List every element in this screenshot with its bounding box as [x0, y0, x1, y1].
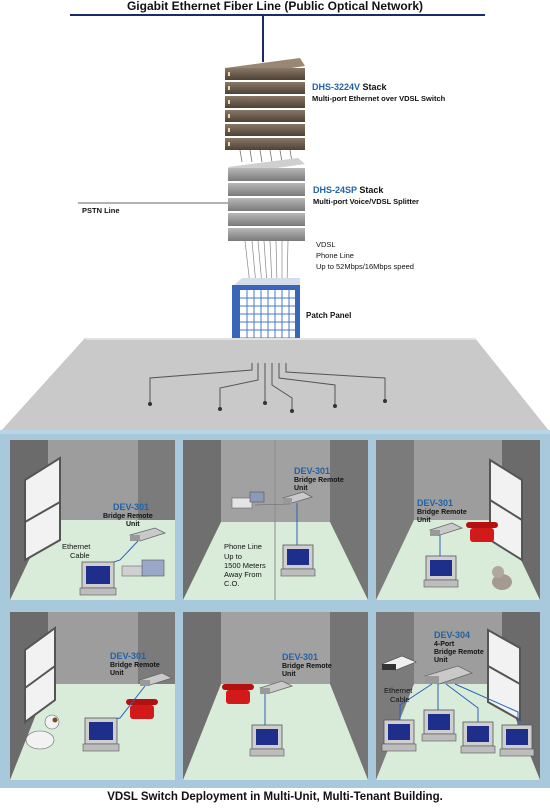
- room-2-devices: [231, 491, 316, 577]
- switch-unit: [225, 138, 305, 150]
- diagram-title: Gigabit Ethernet Fiber Line (Public Opti…: [126, 0, 424, 13]
- room1-desc1: Bridge Remote: [103, 513, 153, 520]
- computer: [499, 724, 535, 757]
- splitter-desc: Multi-port Voice/VDSL Splitter: [313, 197, 419, 206]
- splitter-unit: [228, 183, 305, 196]
- room6-desc1: 4-Port: [434, 641, 455, 648]
- splitter-wires: [244, 240, 289, 286]
- computer: [460, 721, 496, 754]
- switch-unit: [225, 58, 305, 80]
- room-1-devices: [79, 527, 167, 596]
- room3-model: DEV-301: [417, 498, 454, 508]
- room-3-devices: [423, 522, 512, 590]
- splitter-unit: [228, 213, 305, 226]
- vdsl-line1: VDSL: [316, 240, 336, 249]
- room-4: [10, 612, 175, 780]
- cat: [492, 566, 512, 590]
- switch-unit: [225, 110, 305, 122]
- room6-cable2: Cable: [390, 695, 410, 704]
- red-phone: [466, 522, 498, 542]
- computer: [249, 724, 285, 757]
- computer: [280, 544, 316, 577]
- computer: [423, 555, 459, 588]
- room3-desc1: Bridge Remote: [417, 509, 467, 516]
- room4-desc2: Unit: [110, 670, 124, 677]
- room2-phone3: 1500 Meters: [224, 561, 266, 570]
- computer: [421, 709, 457, 742]
- room6-desc3: Unit: [434, 657, 448, 664]
- room2-desc2: Unit: [294, 485, 308, 492]
- switch-suffix: Stack: [360, 82, 387, 92]
- room6-model: DEV-304: [434, 630, 471, 640]
- room-3: [376, 440, 540, 600]
- room4-desc1: Bridge Remote: [110, 662, 160, 669]
- computer: [82, 717, 120, 752]
- room1-cable2: Cable: [70, 551, 90, 560]
- switch-unit: [225, 82, 305, 94]
- vdsl-line3: Up to 52Mbps/16Mbps speed: [316, 262, 414, 271]
- splitter-suffix: Stack: [356, 185, 384, 195]
- room5-desc2: Unit: [282, 671, 296, 678]
- switch-unit: [225, 96, 305, 108]
- room6-cable1: Ethernet: [384, 686, 413, 695]
- phone: [121, 559, 165, 577]
- fax: [381, 655, 417, 671]
- patch-panel-label: Patch Panel: [306, 311, 352, 320]
- room3-desc2: Unit: [417, 517, 431, 524]
- computer: [79, 561, 117, 596]
- room1-desc2: Unit: [126, 521, 140, 528]
- room5-desc1: Bridge Remote: [282, 663, 332, 670]
- switch-desc: Multi-port Ethernet over VDSL Switch: [312, 94, 446, 103]
- roof-wiring: [149, 363, 386, 410]
- splitter-unit: [228, 198, 305, 211]
- room2-model: DEV-301: [294, 466, 331, 476]
- splitter-unit: [228, 168, 305, 181]
- dog: [25, 714, 60, 750]
- room-4-devices: [25, 672, 174, 752]
- room1-cable1: Ethernet: [62, 542, 91, 551]
- pstn-label: PSTN Line: [82, 206, 120, 215]
- splitter-unit: [228, 228, 305, 241]
- switch-unit: [225, 124, 305, 136]
- computer: [381, 719, 417, 752]
- room1-model: DEV-301: [113, 502, 150, 512]
- splitter-label: DHS-24SP Stack: [313, 185, 383, 195]
- switch-model: DHS-3224V: [312, 82, 361, 92]
- phone: [231, 491, 265, 509]
- splitter-stack: [228, 158, 305, 241]
- switch-stack: [225, 58, 305, 150]
- room4-model: DEV-301: [110, 651, 147, 661]
- switch-label: DHS-3224V Stack: [312, 82, 387, 92]
- diagram-caption: VDSL Switch Deployment in Multi-Unit, Mu…: [107, 791, 443, 803]
- room-2: [183, 440, 368, 600]
- room2-desc1: Bridge Remote: [294, 477, 344, 484]
- room-6-devices: [381, 655, 535, 757]
- splitter-model: DHS-24SP: [313, 185, 357, 195]
- vdsl-line2: Phone Line: [316, 251, 354, 260]
- room6-desc2: Bridge Remote: [434, 649, 484, 656]
- room2-phone4: Away From: [224, 570, 262, 579]
- building-roof: [0, 338, 550, 432]
- room2-phone2: Up to: [224, 552, 242, 561]
- room2-phone1: Phone Line: [224, 542, 262, 551]
- room-5-devices: [222, 680, 294, 757]
- room5-model: DEV-301: [282, 652, 319, 662]
- red-phone: [126, 699, 158, 719]
- red-phone: [222, 684, 254, 704]
- room2-phone5: C.O.: [224, 579, 240, 588]
